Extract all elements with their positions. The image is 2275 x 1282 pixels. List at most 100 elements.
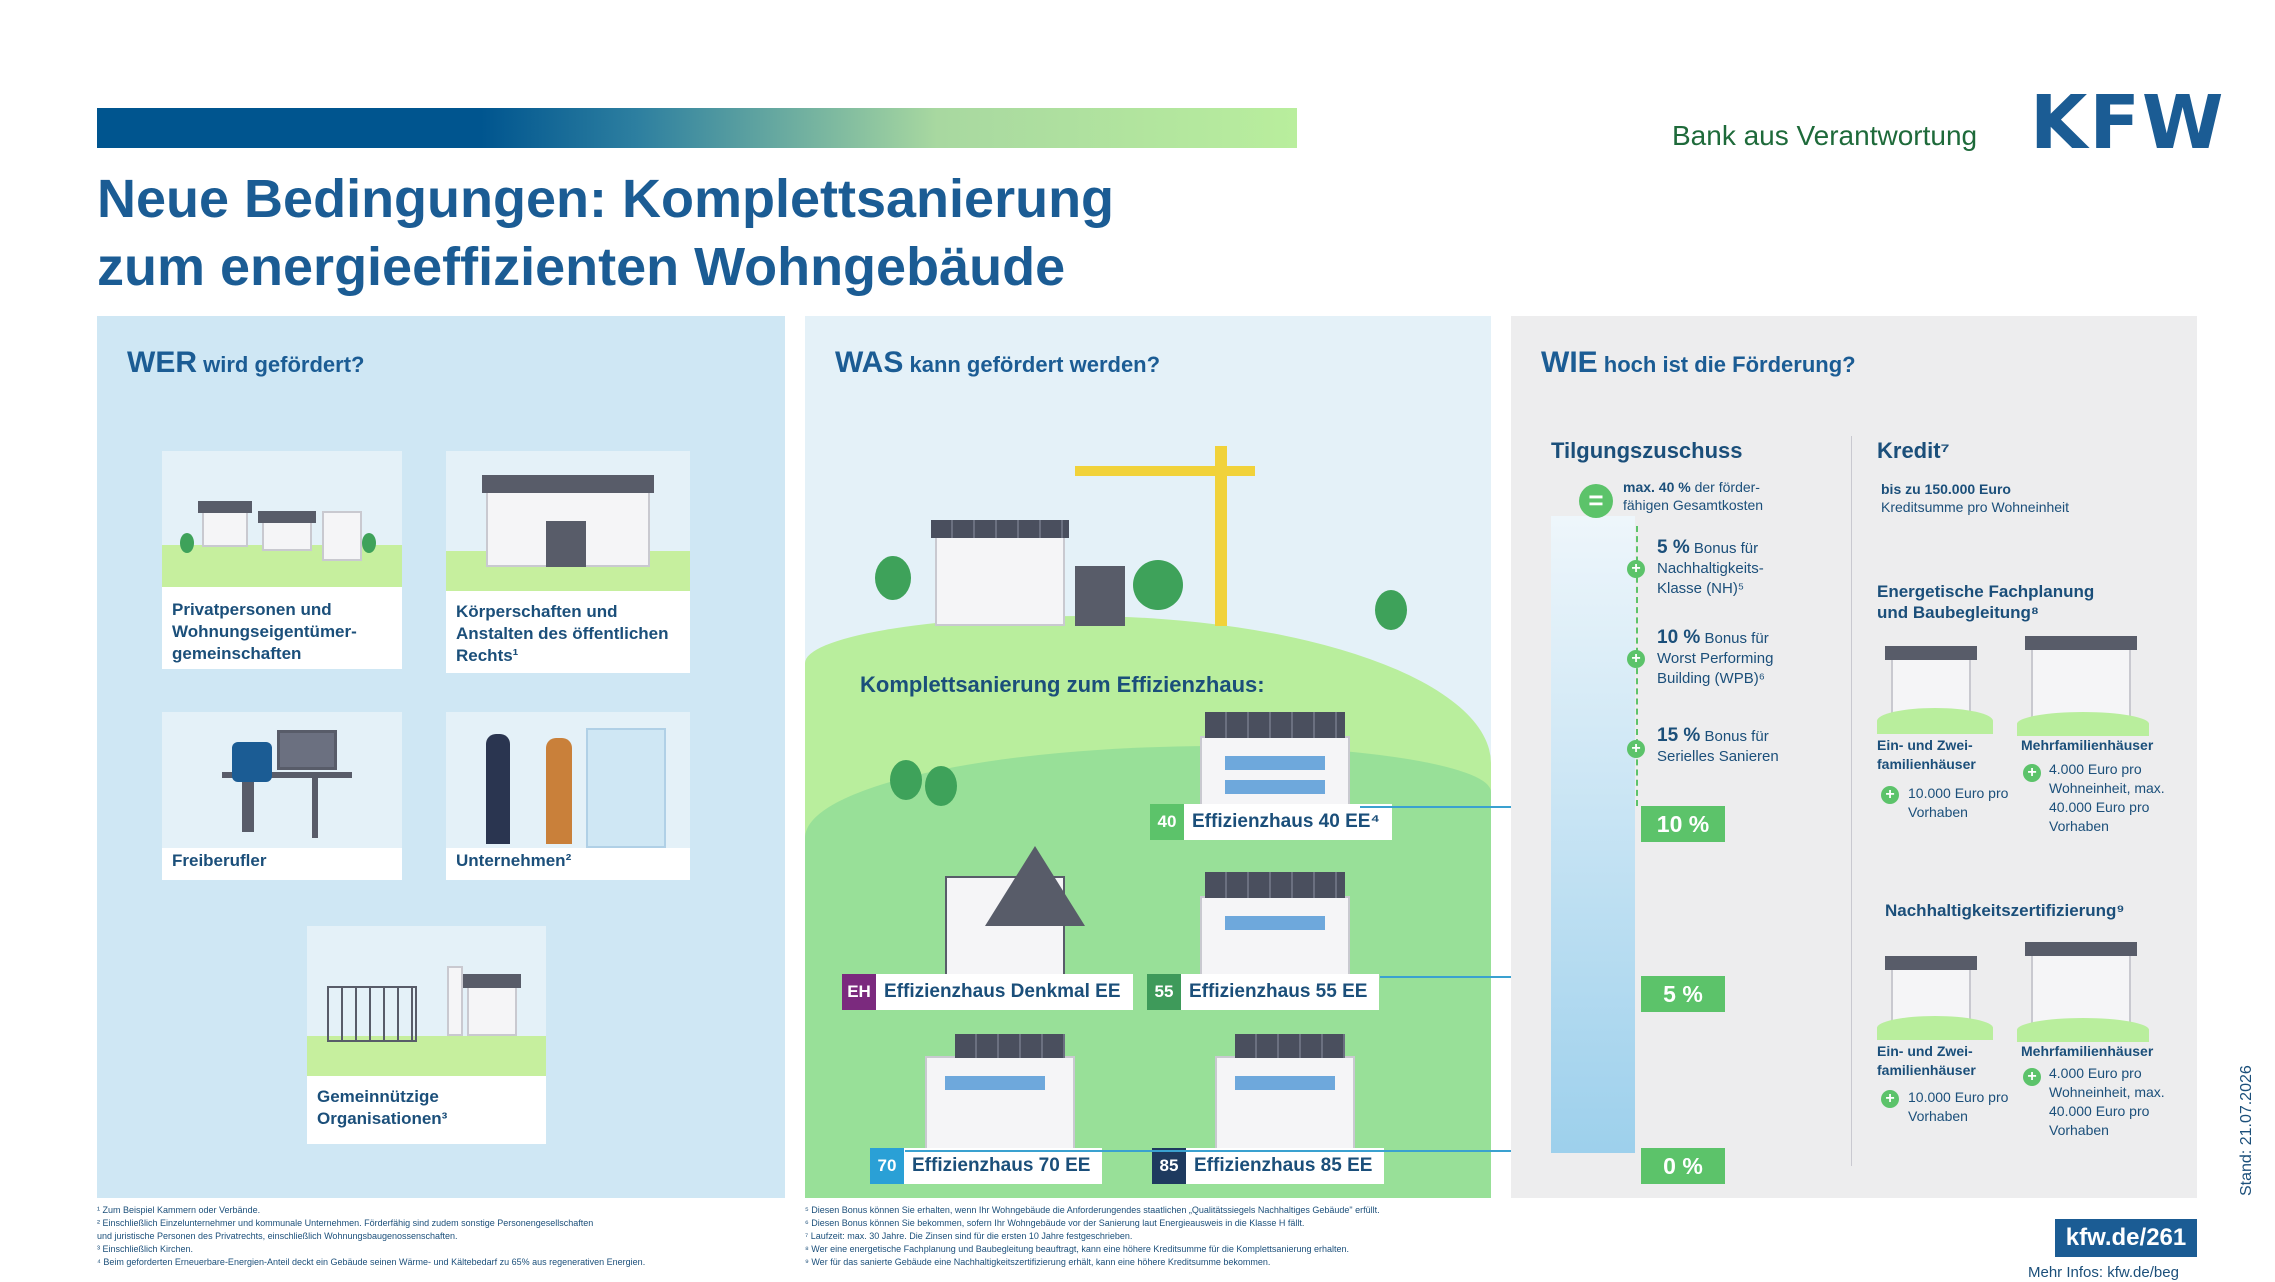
plus-icon: + bbox=[1881, 786, 1899, 804]
windows bbox=[1225, 916, 1325, 930]
tag-eh70[interactable]: 70 Effizienzhaus 70 EE bbox=[870, 1148, 1103, 1184]
fachplanung-heading: Energetische Fachplanung und Baubegleitu… bbox=[1877, 582, 2095, 622]
house-40-icon: 40 bbox=[1150, 804, 1184, 840]
windows bbox=[945, 1076, 1045, 1090]
bonus-seriell: 15 % Bonus für Serielles Sanieren bbox=[1657, 725, 1779, 766]
tag-eh85[interactable]: 85 Effizienzhaus 85 EE bbox=[1152, 1148, 1385, 1184]
pct-badge-10: 10 % bbox=[1641, 806, 1725, 842]
tag-label: Effizienzhaus 40 EE⁴ bbox=[1192, 811, 1380, 832]
stand-date: Stand: 21.07.2026 bbox=[2238, 1065, 2255, 1196]
bonus-nh: 5 % Bonus für Nachhaltigkeits-Klasse (NH… bbox=[1657, 537, 1764, 598]
house-eh70 bbox=[925, 1056, 1075, 1160]
business-illustration bbox=[446, 712, 690, 848]
nachhaltig-heading: Nachhaltigkeitszertifizierung⁹ bbox=[1885, 901, 2125, 920]
header-gradient-bar bbox=[97, 108, 1297, 148]
kredit-amount-sub: Kreditsumme pro Wohneinheit bbox=[1881, 499, 2070, 515]
solar-panels bbox=[1205, 712, 1345, 738]
wie-heading: WIE hoch ist die Förderung? bbox=[1541, 346, 1856, 379]
connector-line bbox=[1360, 806, 1642, 808]
card-label: Körperschaften und Anstalten des öffentl… bbox=[456, 602, 669, 665]
houses-illustration bbox=[162, 451, 402, 587]
grass bbox=[2017, 712, 2149, 736]
was-panel: WAS kann gefördert werden? Komplettsanie… bbox=[805, 316, 1491, 1198]
sustainability-icon bbox=[1133, 560, 1183, 610]
tilgung-heading: Tilgungszuschuss bbox=[1551, 438, 1743, 463]
footnote: ⁴ Beim geforderten Erneuerbare-Energien-… bbox=[97, 1257, 646, 1267]
card-privatpersonen: Privatpersonen und Wohnungseigentümer-ge… bbox=[162, 451, 402, 669]
multi-family-house bbox=[2031, 952, 2131, 1028]
card-gemeinnuetzig: Gemeinnützige Organisationen³ bbox=[307, 926, 546, 1144]
crane-arm bbox=[1075, 466, 1255, 476]
card-freiberufler: Freiberufler bbox=[162, 712, 402, 880]
church-illustration bbox=[307, 926, 546, 1076]
card-label: Freiberufler bbox=[172, 851, 267, 870]
kredit-amount: bis zu 150.000 Euro bbox=[1881, 481, 2011, 497]
mehr-label-2: Mehrfamilienhäuser bbox=[2021, 1043, 2154, 1059]
kredit-heading: Kredit⁷ bbox=[1877, 438, 1950, 463]
plus-icon: + bbox=[1627, 740, 1645, 758]
tag-label: Effizienzhaus 55 EE bbox=[1189, 981, 1368, 1002]
tag-denkmal[interactable]: EH Effizienzhaus Denkmal EE bbox=[842, 974, 1133, 1010]
tag-eh40[interactable]: 40 Effizienzhaus 40 EE⁴ bbox=[1150, 804, 1392, 840]
house-55-icon: 55 bbox=[1147, 974, 1181, 1010]
tree bbox=[925, 766, 957, 806]
solar-panels bbox=[1205, 872, 1345, 898]
solar-panels bbox=[931, 520, 1069, 538]
kfw-logo[interactable]: KFW bbox=[2030, 80, 2226, 166]
tree bbox=[875, 556, 911, 600]
footnote: und juristische Personen des Privatrecht… bbox=[97, 1231, 458, 1241]
tag-label: Effizienzhaus 70 EE bbox=[912, 1155, 1091, 1176]
card-unternehmen: Unternehmen² bbox=[446, 712, 690, 880]
crane-tower bbox=[1215, 446, 1227, 626]
page-title: Neue Bedingungen: Komplettsanierung zum … bbox=[97, 165, 1397, 301]
multi-family-house bbox=[2031, 646, 2131, 722]
house-eh-icon: EH bbox=[842, 974, 876, 1010]
card-koerperschaften: Körperschaften und Anstalten des öffentl… bbox=[446, 451, 690, 673]
equals-icon: = bbox=[1579, 484, 1613, 518]
roof bbox=[2025, 636, 2137, 650]
mehr-amount-2: 4.000 Euro pro Wohneinheit, max. 40.000 … bbox=[2049, 1065, 2165, 1138]
windows bbox=[1235, 1076, 1335, 1090]
tag-label: Effizienzhaus 85 EE bbox=[1194, 1155, 1373, 1176]
card-label: Gemeinnützige Organisationen³ bbox=[317, 1087, 448, 1128]
ein-amount-2: 10.000 Euro pro Vorhaben bbox=[1908, 1089, 2009, 1124]
house-eh85 bbox=[1215, 1056, 1355, 1160]
wer-panel: WER wird gefördert? Privatpersonen und W… bbox=[97, 316, 785, 1198]
pct-badge-0: 0 % bbox=[1641, 1148, 1725, 1184]
mehr-amount-1: 4.000 Euro pro Wohneinheit, max. 40.000 … bbox=[2049, 761, 2165, 834]
funding-bar bbox=[1551, 516, 1635, 1153]
divider bbox=[1851, 436, 1852, 1166]
max-text: max. 40 % der förder-fähigen Gesamtkoste… bbox=[1623, 479, 1764, 513]
desk-illustration bbox=[162, 712, 402, 848]
plus-icon: + bbox=[2023, 764, 2041, 782]
ein-label-1: Ein- und Zwei-familienhäuser bbox=[1877, 737, 1976, 772]
tag-label: Effizienzhaus Denkmal EE bbox=[884, 981, 1121, 1002]
more-info-link[interactable]: Mehr Infos: kfw.de/beg bbox=[2028, 1264, 2179, 1281]
tree bbox=[1375, 590, 1407, 630]
footnote: ⁷ Laufzeit: max. 30 Jahre. Die Zinsen si… bbox=[805, 1231, 1133, 1241]
footnotes-left: ¹ Zum Beispiel Kammern oder Verbände. ² … bbox=[97, 1204, 737, 1269]
roof bbox=[2025, 942, 2137, 956]
plus-icon: + bbox=[2023, 1068, 2041, 1086]
footnotes-right: ⁵ Diesen Bonus können Sie erhalten, wenn… bbox=[805, 1204, 1565, 1269]
house-85-icon: 85 bbox=[1152, 1148, 1186, 1184]
tag-eh55[interactable]: 55 Effizienzhaus 55 EE bbox=[1147, 974, 1380, 1010]
card-label: Privatpersonen und Wohnungseigentümer-ge… bbox=[172, 600, 357, 663]
connector-line bbox=[905, 1150, 1642, 1152]
ein-amount-1: 10.000 Euro pro Vorhaben bbox=[1908, 785, 2009, 820]
footnote: ¹ Zum Beispiel Kammern oder Verbände. bbox=[97, 1205, 261, 1215]
windows bbox=[1225, 756, 1325, 770]
single-family-house bbox=[1891, 656, 1971, 716]
solar-panels bbox=[1235, 1034, 1345, 1058]
grass bbox=[1877, 708, 1993, 734]
wer-heading: WER wird gefördert? bbox=[127, 346, 365, 379]
footnote: ⁶ Diesen Bonus können Sie bekommen, sofe… bbox=[805, 1218, 1305, 1228]
windows bbox=[1225, 780, 1325, 794]
kfw-link-button[interactable]: kfw.de/261 bbox=[2055, 1219, 2197, 1257]
wie-panel: WIE hoch ist die Förderung? Tilgungszusc… bbox=[1511, 316, 2197, 1198]
public-building-illustration bbox=[446, 451, 690, 591]
roof bbox=[1885, 646, 1977, 660]
was-heading: WAS kann gefördert werden? bbox=[835, 346, 1161, 379]
title-line-1: Neue Bedingungen: Komplettsanierung bbox=[97, 169, 1115, 229]
ein-label-2: Ein- und Zwei-familienhäuser bbox=[1877, 1043, 1976, 1078]
